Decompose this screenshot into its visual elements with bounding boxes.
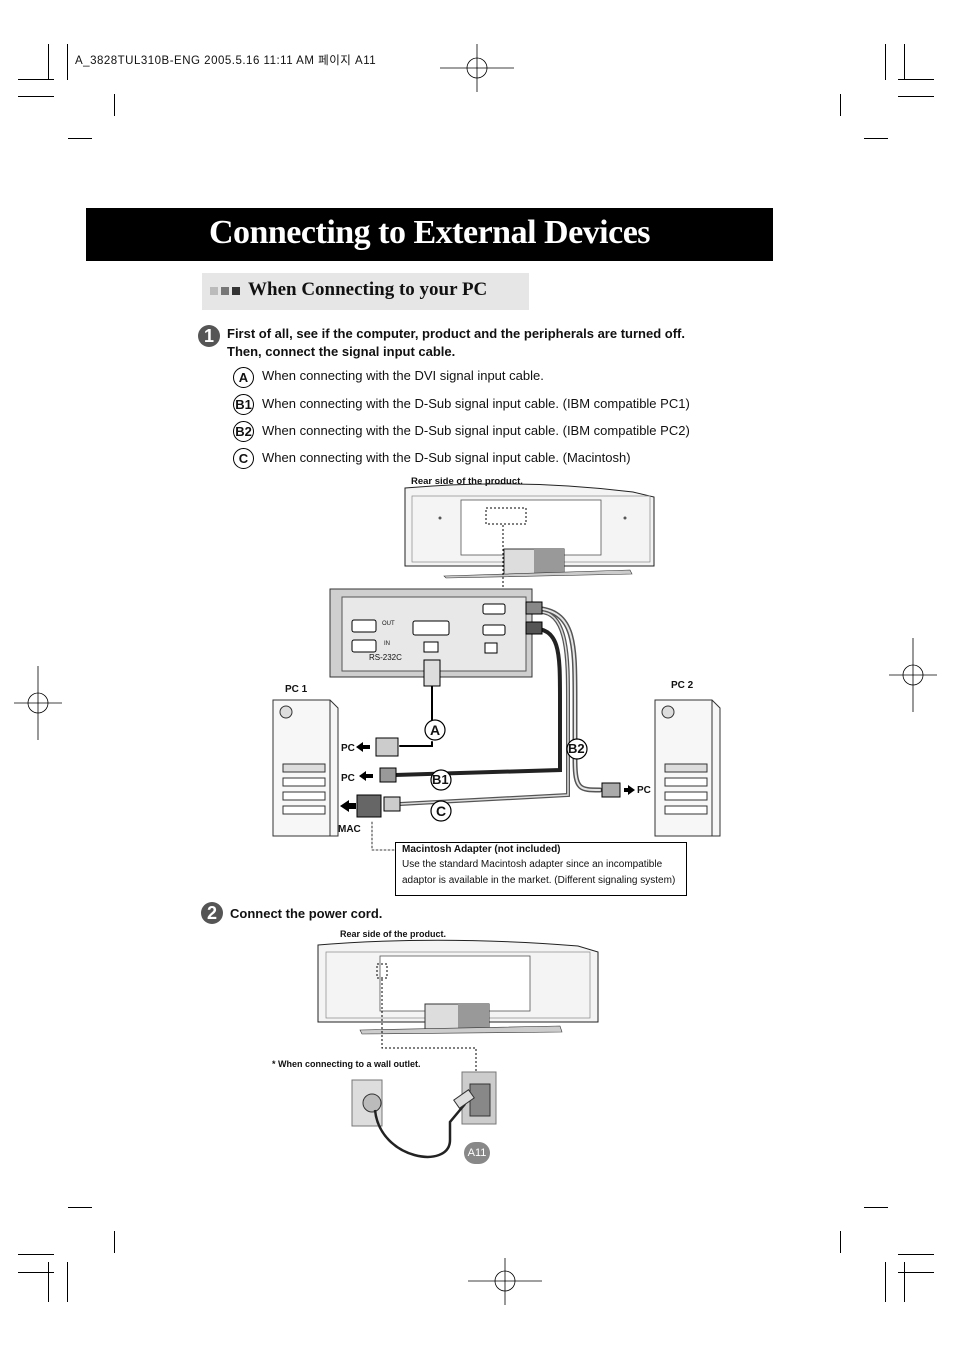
port-out-label: OUT (382, 621, 395, 627)
port-in-label: IN (384, 641, 390, 647)
page-number: A11 (464, 1142, 490, 1164)
power-outlet-and-cord (351, 1071, 497, 1159)
pc2-tower-illustration (654, 699, 721, 837)
step1-line2: Then, connect the signal input cable. (227, 344, 456, 359)
pc-label: PC (637, 785, 651, 796)
option-text-c: When connecting with the D-Sub signal in… (262, 450, 631, 465)
option-badge-c: C (233, 448, 254, 469)
step2-text: Connect the power cord. (230, 906, 383, 921)
option-badge-a: A (233, 367, 254, 388)
option-text-a: When connecting with the DVI signal inpu… (262, 368, 544, 383)
pc1-tower-illustration (272, 699, 339, 837)
cable-label-a: A (430, 722, 441, 738)
mac-note-line2: adaptor is available in the market. (Dif… (402, 875, 676, 886)
pc-label: PC (341, 743, 355, 754)
square-icon (210, 287, 218, 295)
option-text-b2: When connecting with the D-Sub signal in… (262, 423, 690, 438)
connector-panel (329, 588, 533, 678)
cable-label-c: C (436, 803, 447, 819)
option-badge-b2: B2 (233, 421, 254, 442)
square-icon (221, 287, 229, 295)
square-icon (232, 287, 240, 295)
cable-label-b2: B2 (568, 741, 585, 756)
pc-label: PC (341, 773, 355, 784)
monitor-rear-illustration (404, 483, 655, 590)
mac-note-line1: Use the standard Macintosh adapter since… (402, 859, 663, 870)
rs232c-label: RS-232C (369, 653, 402, 662)
section-header: When Connecting to your PC (202, 273, 529, 310)
pc2-label: PC 2 (671, 680, 694, 691)
mac-label: MAC (338, 824, 361, 835)
rear-side-label: Rear side of the product. (340, 929, 447, 939)
mac-note-title: Macintosh Adapter (not included) (402, 844, 561, 855)
monitor-rear-illustration-2 (317, 939, 599, 1072)
print-header: A_3828TUL310B-ENG 2005.5.16 11:11 AM 페이지… (75, 55, 377, 67)
wall-outlet-note: * When connecting to a wall outlet. (272, 1059, 421, 1069)
step-number-badge: 2 (201, 902, 223, 924)
rear-side-label: Rear side of the product. (411, 476, 523, 487)
section-title: When Connecting to your PC (248, 279, 488, 300)
mac-adapter-note: Macintosh Adapter (not included) Use the… (395, 842, 687, 896)
step1-line1: First of all, see if the computer, produ… (227, 326, 685, 341)
title-bar: Connecting to External Devices (86, 208, 773, 261)
option-badge-b1: B1 (233, 394, 254, 415)
arrow-icons (340, 742, 635, 812)
cable-label-b1: B1 (432, 772, 449, 787)
cable-connectors (356, 601, 621, 818)
step-number-badge: 1 (198, 325, 220, 347)
option-text-b1: When connecting with the D-Sub signal in… (262, 396, 690, 411)
page-title: Connecting to External Devices (208, 214, 651, 251)
pc1-label: PC 1 (285, 684, 308, 695)
